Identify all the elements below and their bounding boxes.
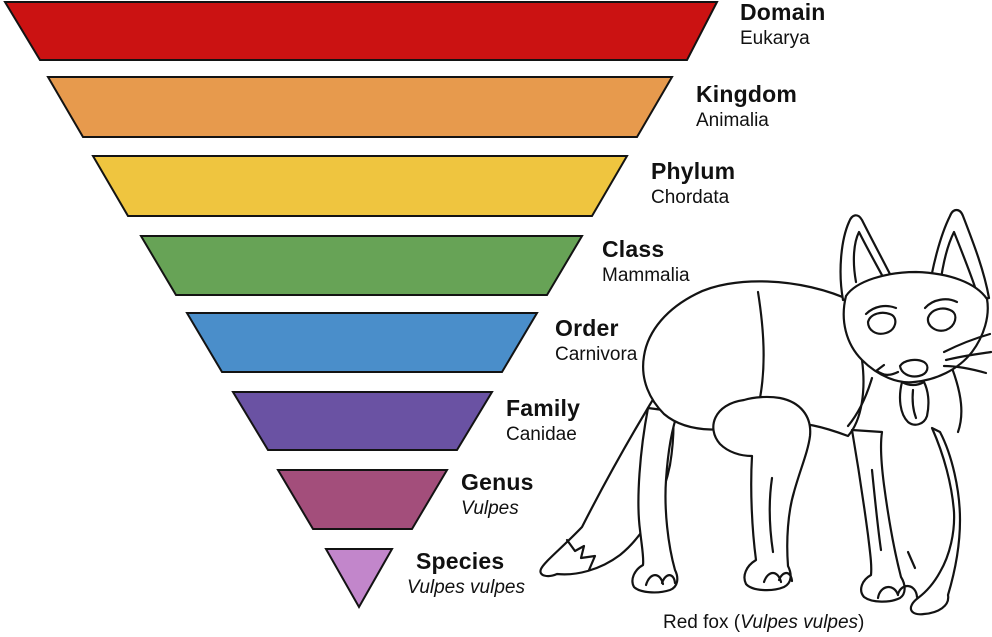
rank-label-kingdom: Kingdom Animalia — [696, 81, 797, 132]
rank-name: Genus — [461, 469, 534, 495]
fox-front-leg-near — [909, 426, 962, 616]
fox-toe-line — [876, 586, 900, 600]
rank-name: Species — [416, 548, 505, 574]
fox-ear-left-inner — [852, 230, 885, 284]
taxon-name: Carnivora — [555, 344, 638, 365]
caption-text: ) — [858, 612, 865, 633]
funnel-segment-domain — [3, 0, 719, 61]
rank-label-order: Order Carnivora — [555, 315, 637, 366]
taxon-name: Chordata — [651, 187, 730, 208]
rank-label-genus: Genus Vulpes — [461, 469, 534, 520]
funnel — [3, 0, 719, 610]
fox-brow-left — [864, 304, 898, 316]
rank-name: Kingdom — [696, 81, 798, 107]
funnel-segment-species — [324, 548, 394, 610]
rank-label-family: Family Canidae — [506, 395, 580, 446]
fox-tongue-line — [911, 388, 918, 420]
fox-toe-line — [896, 585, 919, 599]
fox-toe-line — [777, 571, 794, 583]
rank-name: Order — [555, 315, 619, 341]
fox-toe-line — [660, 574, 677, 585]
fox-eye-right — [926, 307, 957, 332]
funnel-segment-class — [139, 235, 584, 296]
fox-leg-line — [768, 476, 775, 554]
rank-label-phylum: Phylum Chordata — [651, 158, 735, 209]
fox-hind-leg-near — [712, 395, 812, 592]
red-fox-illustration — [539, 208, 992, 616]
fox-ear-right-inner — [938, 230, 978, 292]
fox-brow-right — [923, 298, 959, 310]
rank-name: Domain — [740, 0, 826, 25]
fox-mouth-line — [875, 369, 900, 376]
rank-name: Phylum — [651, 158, 736, 184]
taxon-name: Mammalia — [602, 265, 690, 286]
taxon-name: Vulpes vulpes — [407, 577, 525, 598]
fox-whisker — [942, 364, 988, 375]
taxon-name: Canidae — [506, 424, 577, 445]
fox-shoulder-line — [756, 290, 765, 400]
caption-species-name: Vulpes vulpes — [740, 612, 859, 633]
fox-neck-line — [950, 366, 963, 434]
taxon-name: Eukarya — [740, 28, 810, 49]
rank-label-class: Class Mammalia — [602, 236, 690, 287]
fox-eye-left — [866, 311, 897, 335]
fox-neck-line — [846, 376, 874, 428]
funnel-segment-family — [231, 391, 494, 451]
funnel-segment-genus — [276, 469, 449, 530]
funnel-segment-phylum — [91, 155, 629, 217]
fox-tongue — [898, 380, 930, 426]
rank-name: Family — [506, 395, 581, 421]
caption-text: Red fox ( — [663, 612, 741, 633]
fox-whisker — [942, 332, 992, 354]
rank-label-domain: Domain Eukarya — [740, 0, 826, 50]
fox-body — [642, 280, 865, 438]
fox-leg-line — [906, 550, 917, 570]
fox-leg-line — [870, 468, 883, 552]
taxon-name: Animalia — [696, 110, 769, 131]
fox-whisker — [944, 350, 992, 362]
taxon-name: Vulpes — [461, 498, 519, 519]
image-caption: Red fox (Vulpes vulpes) — [663, 612, 864, 634]
fox-hind-leg-far — [631, 406, 680, 594]
fox-nose — [898, 358, 929, 378]
funnel-segment-order — [185, 312, 539, 373]
fox-tail-tip-mark — [565, 538, 597, 572]
rank-label-species: Species Vulpes vulpes — [407, 548, 525, 599]
fox-front-leg-far — [850, 428, 906, 603]
funnel-segment-kingdom — [46, 76, 674, 138]
rank-name: Class — [602, 236, 665, 262]
